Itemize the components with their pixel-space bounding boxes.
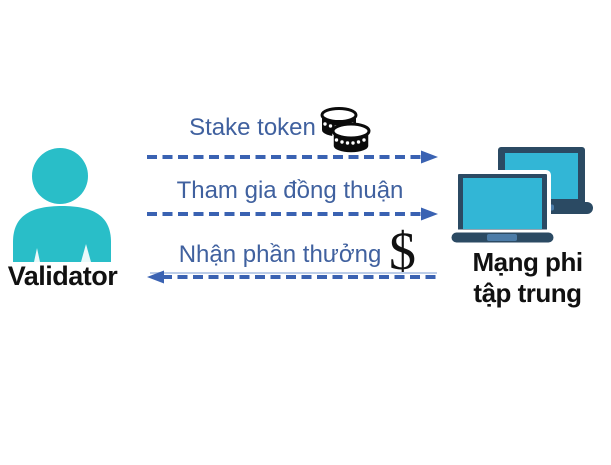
network-label-line2: tập trung — [473, 278, 582, 308]
stake-token-arrow — [147, 150, 438, 164]
network-label: Mạng phi tập trung — [450, 247, 605, 309]
dollar-icon: $ — [389, 221, 416, 281]
flow-label-stake-token: Stake token — [189, 114, 316, 141]
flow-label-reward: Nhận phần thưởng — [178, 241, 382, 268]
validator-person-icon — [13, 148, 111, 262]
consensus-arrow — [147, 207, 438, 221]
network-label-line1: Mạng phi — [472, 247, 583, 277]
flow-label-consensus: Tham gia đồng thuận — [176, 177, 404, 204]
reward-arrow — [147, 270, 437, 284]
validator-label: Validator — [7, 261, 118, 291]
network-laptops-icon — [448, 147, 593, 246]
coins-icon — [320, 107, 371, 154]
